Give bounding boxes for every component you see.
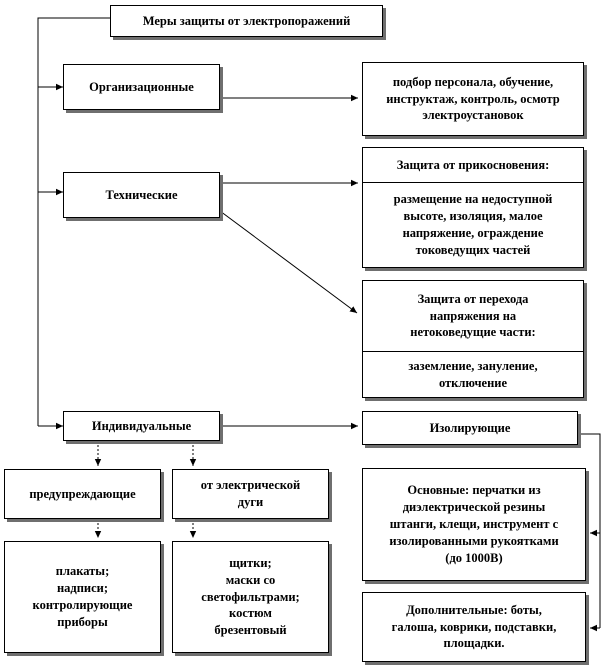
warning-detail-box: плакаты; надписи; контролирующие приборы (4, 541, 161, 653)
warning-label: предупреждающие (29, 486, 136, 501)
title-label: Меры защиты от электропоражений (142, 13, 351, 28)
warning-detail: плакаты; надписи; контролирующие приборы (32, 564, 133, 629)
additional-means-box: Дополнительные: боты, галоша, коврики, п… (362, 592, 586, 662)
warning-box: предупреждающие (4, 469, 161, 519)
main-means-box: Основные: перчатки из диэлектрической ре… (362, 468, 586, 581)
touch-protection-box: Защита от прикосновения: размещение на н… (362, 147, 584, 268)
arc-detail: щитки; маски со светофильтрами; костюм б… (201, 555, 300, 638)
insulating-branch-line (578, 433, 601, 628)
organizational-label: Организационные (89, 79, 194, 94)
arc-label: от электрической дуги (200, 478, 301, 509)
individual-box: Индивидуальные (63, 411, 220, 441)
transfer-protection-detail: заземление, зануление, отключение (363, 351, 583, 397)
transfer-protection-heading: Защита от перехода напряжения на нетоков… (410, 291, 536, 340)
touch-protection-detail: размещение на недоступной высоте, изоляц… (363, 182, 583, 267)
insulating-label: Изолирующие (429, 420, 511, 435)
main-means-text: Основные: перчатки из диэлектрической ре… (389, 483, 559, 565)
insulating-box: Изолирующие (362, 411, 578, 445)
arc-box: от электрической дуги (172, 469, 329, 519)
trunk-line (37, 17, 110, 426)
technical-label: Технические (105, 187, 178, 202)
individual-label: Индивидуальные (91, 418, 192, 433)
arrow-to-transfer-protection (219, 210, 358, 314)
touch-protection-heading: Защита от прикосновения: (396, 157, 550, 172)
arc-detail-box: щитки; маски со светофильтрами; костюм б… (172, 541, 329, 653)
organizational-box: Организационные (63, 64, 220, 110)
technical-box: Технические (63, 172, 220, 218)
transfer-protection-box: Защита от перехода напряжения на нетоков… (362, 280, 584, 398)
organizational-detail-box: подбор персонала, обучение, инструктаж, … (362, 62, 584, 136)
title-box: Меры защиты от электропоражений (110, 5, 383, 37)
additional-means-text: Дополнительные: боты, галоша, коврики, п… (391, 602, 557, 651)
organizational-detail: подбор персонала, обучение, инструктаж, … (386, 74, 560, 123)
